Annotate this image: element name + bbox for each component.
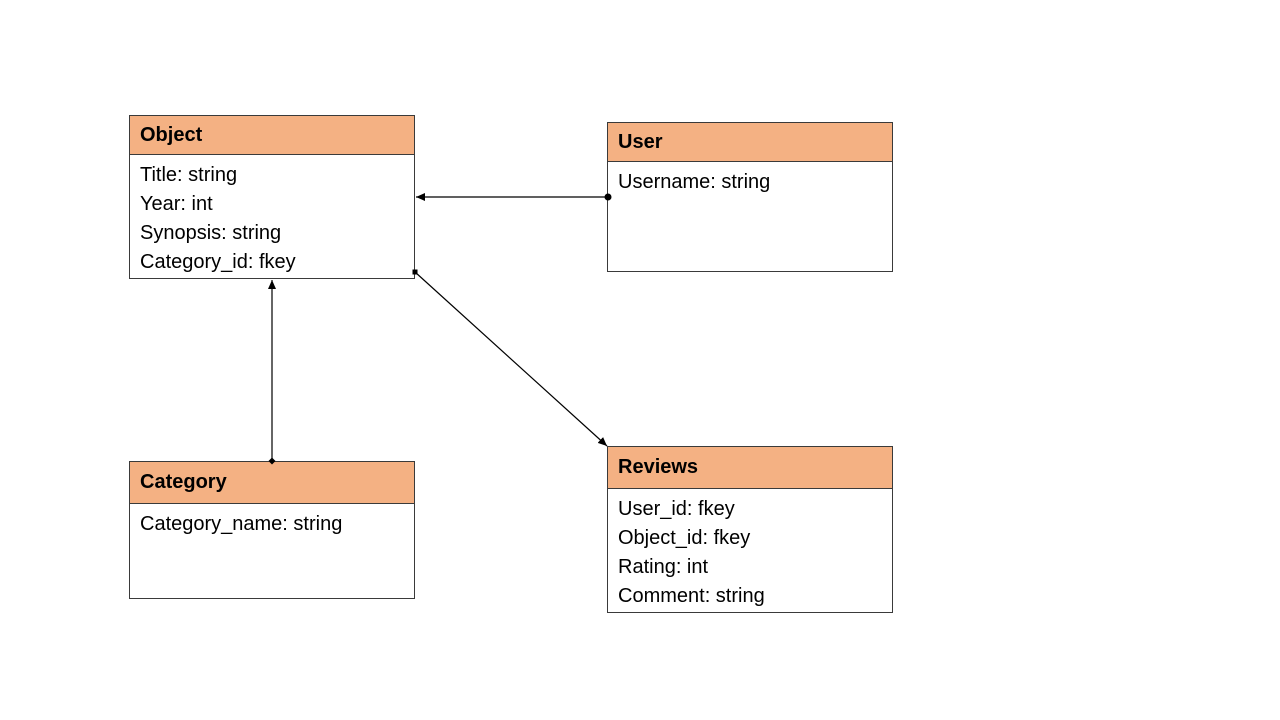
attribute-title: Title: string	[140, 164, 238, 186]
attribute-object-id: Object_id: fkey	[618, 527, 751, 549]
entity-category[interactable]: Category Category_name: string	[129, 461, 415, 599]
user-object-dot-end	[604, 193, 612, 201]
attribute-category-name: Category_name: string	[140, 513, 343, 535]
relationship-user-object[interactable]	[416, 193, 612, 201]
entity-object-title: Object	[140, 123, 203, 146]
entity-category-header: Category	[130, 462, 414, 504]
entity-reviews-title: Reviews	[618, 456, 699, 478]
entity-user-title: User	[618, 130, 663, 153]
object-reviews-square-end	[412, 269, 418, 275]
entity-user-header: User	[608, 123, 892, 162]
relationship-object-reviews[interactable]	[412, 269, 608, 447]
entity-user[interactable]: User Username: string	[607, 122, 893, 272]
entity-object-attributes: Title: string Year: int Synopsis: string…	[130, 155, 414, 277]
entity-object[interactable]: Object Title: string Year: int Synopsis:…	[129, 115, 415, 279]
object-reviews-line	[414, 271, 608, 447]
attribute-username: Username: string	[618, 171, 771, 193]
attribute-year: Year: int	[140, 193, 213, 215]
entity-category-title: Category	[140, 471, 227, 493]
attribute-category-id: Category_id: fkey	[140, 251, 296, 273]
entity-reviews-header: Reviews	[608, 447, 892, 489]
attribute-rating: Rating: int	[618, 556, 709, 578]
entity-object-header: Object	[130, 116, 414, 155]
entity-reviews-attributes: User_id: fkey Object_id: fkey Rating: in…	[608, 489, 892, 611]
attribute-synopsis: Synopsis: string	[140, 222, 282, 244]
entity-user-attributes: Username: string	[608, 162, 892, 197]
entity-reviews[interactable]: Reviews User_id: fkey Object_id: fkey Ra…	[607, 446, 893, 613]
entity-category-attributes: Category_name: string	[130, 504, 414, 539]
relationship-category-object[interactable]	[268, 280, 276, 465]
attribute-comment: Comment: string	[618, 585, 765, 607]
attribute-user-id: User_id: fkey	[618, 498, 735, 520]
category-object-diamond-end	[268, 457, 276, 465]
